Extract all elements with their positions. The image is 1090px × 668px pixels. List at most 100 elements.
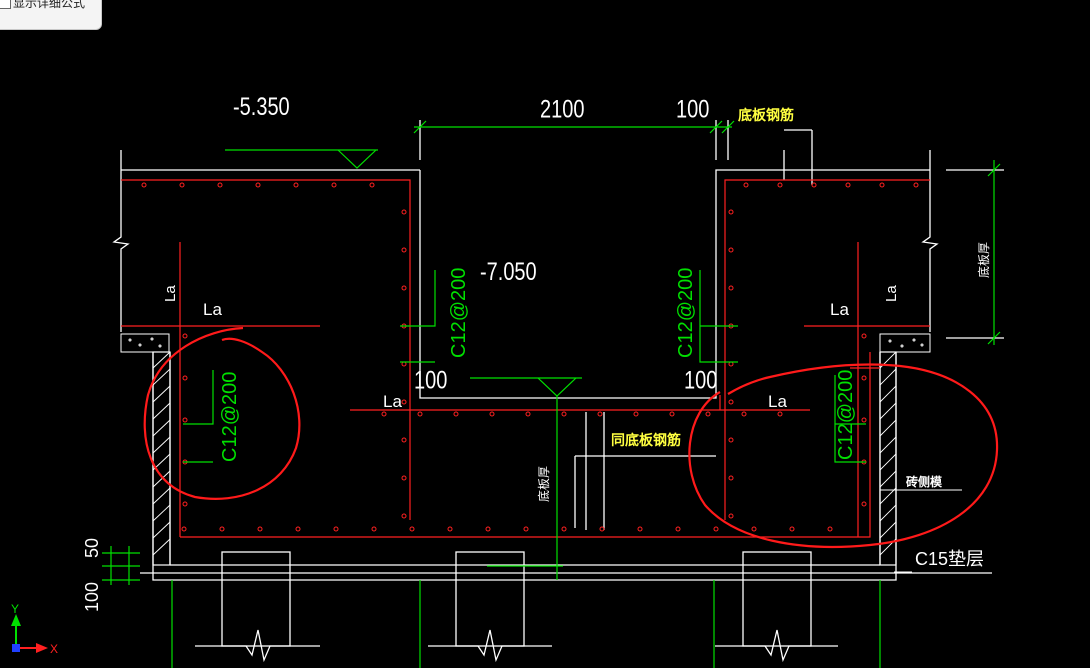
rebar-dot — [401, 285, 407, 291]
dim-bottom-left: 100 — [414, 367, 447, 395]
note-bottom-slab-rebar: 底板钢筋 — [738, 107, 794, 123]
rebar-dot — [741, 411, 747, 417]
rebar-dot — [489, 411, 495, 417]
elevation-pit: -7.050 — [480, 258, 537, 286]
rebar-dot — [371, 526, 377, 532]
rebar-dot — [845, 182, 851, 188]
note-cushion: C15垫层 — [915, 549, 984, 569]
rebar-dot — [417, 411, 423, 417]
la-top-right: La — [830, 300, 849, 319]
rebar-dot — [217, 182, 223, 188]
rebar-dot — [728, 209, 734, 215]
markup-circle-right — [688, 363, 999, 548]
rebar-dot — [219, 526, 225, 532]
rebar-dot — [728, 399, 734, 405]
rebar-dot — [777, 182, 783, 188]
rebar-dot — [861, 333, 867, 339]
ucs-y-label: Y — [11, 602, 19, 616]
rebar-dot — [401, 247, 407, 253]
rebar-dot — [728, 437, 734, 443]
cushion-left — [120, 333, 170, 353]
rebar-dot — [705, 411, 711, 417]
note-slab-thickness-pit: 底板厚 — [536, 466, 551, 502]
dimension-lines — [102, 120, 1001, 668]
rebar-dot — [401, 399, 407, 405]
brick-side-walls — [152, 351, 897, 566]
rebar-dot — [409, 526, 415, 532]
rebar-left-outer: C12@200 — [219, 372, 241, 462]
cushion-right — [879, 333, 931, 353]
note-same-slab-rebar: 同底板钢筋 — [611, 432, 681, 448]
la-top-left: La — [203, 300, 222, 319]
show-formula-checkbox[interactable] — [0, 0, 11, 9]
note-brick-side-form: 砖侧模 — [906, 474, 943, 489]
rebar-dot — [331, 182, 337, 188]
rebar-dot — [333, 526, 339, 532]
rebar-dot — [669, 411, 675, 417]
rebar-dot — [861, 501, 867, 507]
dim-left-base: 50 — [82, 538, 102, 558]
markup-circle-left — [143, 326, 301, 500]
rebar-dot — [789, 526, 795, 532]
rebar-dot — [182, 501, 188, 507]
rebar-right-outer: C12@200 — [835, 370, 857, 460]
rebar-dot — [369, 182, 375, 188]
show-formula-label: 显示详细公式 — [13, 0, 86, 10]
rebar-dot — [179, 182, 185, 188]
rebar-dot — [525, 411, 531, 417]
rebar-dot — [751, 526, 757, 532]
dim-left-base-lower: 100 — [82, 582, 102, 612]
rebar-lines — [121, 179, 930, 538]
formula-popup: 显示详细公式 — [0, 0, 102, 30]
rebar-dot — [811, 182, 817, 188]
rebar-dot — [255, 182, 261, 188]
rebar-dot — [728, 513, 734, 519]
rebar-dot — [401, 513, 407, 519]
rebar-dot — [561, 526, 567, 532]
rebar-dot — [561, 411, 567, 417]
rebar-dot — [453, 411, 459, 417]
rebar-dot — [777, 411, 783, 417]
ucs-x-label: X — [50, 642, 58, 656]
dim-top-gap: 100 — [676, 95, 709, 123]
rebar-dot — [181, 526, 187, 532]
la-pit-left: La — [383, 392, 402, 411]
rebar-dot — [401, 209, 407, 215]
la-pit-right: La — [768, 392, 787, 411]
markup-circles — [143, 326, 999, 548]
dim-top-width: 2100 — [540, 95, 584, 123]
rebar-dot — [141, 182, 147, 188]
leaders-white — [880, 489, 962, 573]
rebar-dot — [295, 526, 301, 532]
ucs-icon: Y X — [11, 602, 58, 656]
rebar-dot — [597, 411, 603, 417]
rebar-dot — [728, 475, 734, 481]
rebar-dots — [141, 182, 919, 532]
rebar-dot — [257, 526, 263, 532]
rebar-dot — [827, 526, 833, 532]
elevation-top: -5.350 — [233, 93, 290, 121]
rebar-dot — [633, 411, 639, 417]
rebar-dot — [599, 526, 605, 532]
rebar-dot — [637, 526, 643, 532]
rebar-dot — [728, 285, 734, 291]
rebar-dot — [381, 411, 387, 417]
dim-bottom-right: 100 — [684, 367, 717, 395]
rebar-dot — [675, 526, 681, 532]
note-slab-thickness-right: 底板厚 — [976, 242, 991, 278]
rebar-right-wall: C12@200 — [675, 268, 697, 358]
rebar-dot — [523, 526, 529, 532]
rebar-dot — [713, 526, 719, 532]
la-top-right-vertical: La — [883, 285, 900, 302]
rebar-dot — [401, 475, 407, 481]
rebar-dot — [861, 417, 867, 423]
rebar-dot — [743, 182, 749, 188]
rebar-left-wall: C12@200 — [448, 268, 470, 358]
rebar-dot — [861, 375, 867, 381]
rebar-dot — [728, 247, 734, 253]
rebar-dot — [293, 182, 299, 188]
rebar-dot — [182, 375, 188, 381]
rebar-dot — [401, 437, 407, 443]
rebar-dot — [182, 417, 188, 423]
